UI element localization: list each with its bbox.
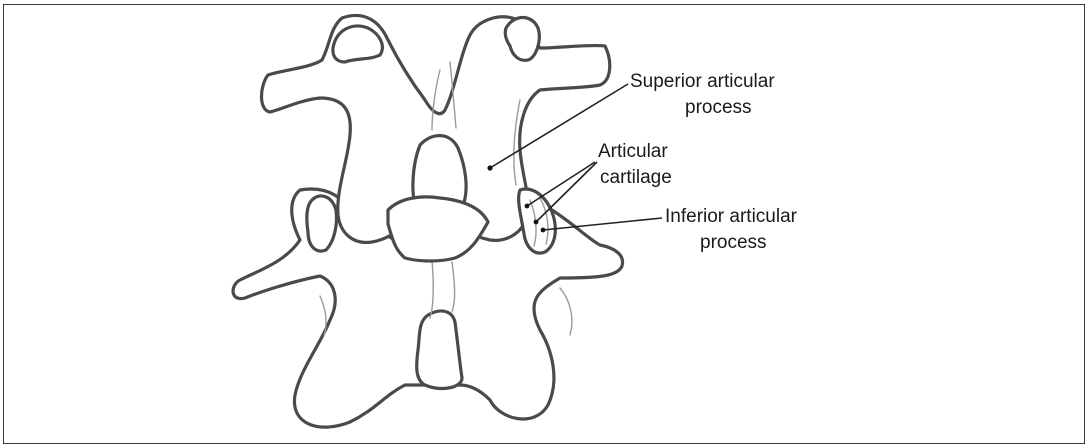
label-superior-line2: process xyxy=(685,97,752,118)
label-cartilage-line1: Articular xyxy=(598,141,668,162)
leader-superior-dot xyxy=(487,165,492,170)
leader-cartilage-b xyxy=(536,162,597,222)
label-superior-line1: Superior articular xyxy=(630,71,775,92)
label-inferior-line1: Inferior articular xyxy=(665,206,798,227)
leader-inferior-dot xyxy=(541,228,546,233)
labels: Superior articular process Articular car… xyxy=(598,71,798,253)
leader-cartilage-dot-a xyxy=(525,204,530,209)
leader-cartilage-dot-b xyxy=(534,220,539,225)
leader-cartilage-a xyxy=(527,162,595,206)
label-inferior-line2: process xyxy=(700,232,767,253)
label-cartilage-line2: cartilage xyxy=(600,167,672,188)
